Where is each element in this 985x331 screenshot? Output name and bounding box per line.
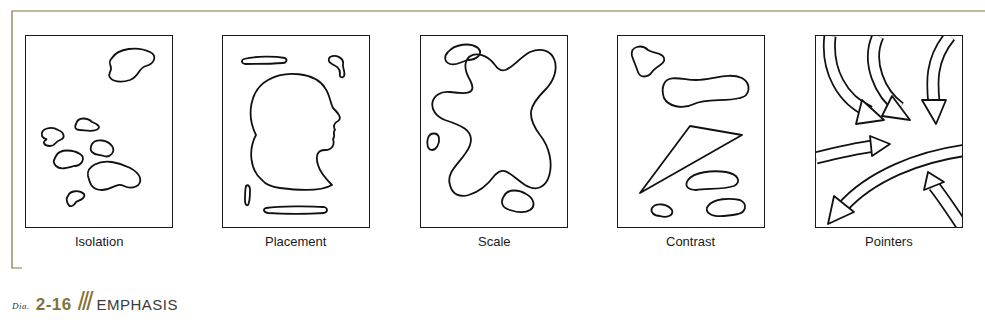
panel-label: Pointers	[865, 234, 913, 249]
emphasis-panel: Scale	[420, 35, 568, 258]
panel-frame	[815, 35, 963, 228]
pointer-arrows	[816, 36, 962, 226]
diagram-number: 2-16	[36, 296, 72, 313]
placement-shapes	[242, 56, 345, 214]
contrast-shapes	[632, 47, 749, 217]
emphasis-panel: Placement	[222, 35, 370, 258]
emphasis-panel: Pointers	[815, 35, 963, 258]
panel-frame	[25, 35, 173, 228]
panel-frame	[420, 35, 568, 228]
slash-separator: ///	[78, 288, 91, 314]
frame-rule	[12, 11, 985, 268]
emphasis-panel: Contrast	[617, 35, 765, 258]
scale-shapes	[427, 45, 555, 213]
panel-frame	[222, 35, 370, 228]
panel-label: Isolation	[75, 234, 123, 249]
panel-label: Scale	[478, 234, 511, 249]
panel-label: Contrast	[666, 234, 715, 249]
diagram-title: EMPHASIS	[96, 297, 178, 312]
panel-label: Placement	[265, 234, 326, 249]
emphasis-panel: Isolation	[25, 35, 173, 258]
diagram-prefix: Dia.	[12, 302, 30, 311]
isolation-blobs	[42, 49, 155, 207]
panel-frame	[617, 35, 765, 228]
